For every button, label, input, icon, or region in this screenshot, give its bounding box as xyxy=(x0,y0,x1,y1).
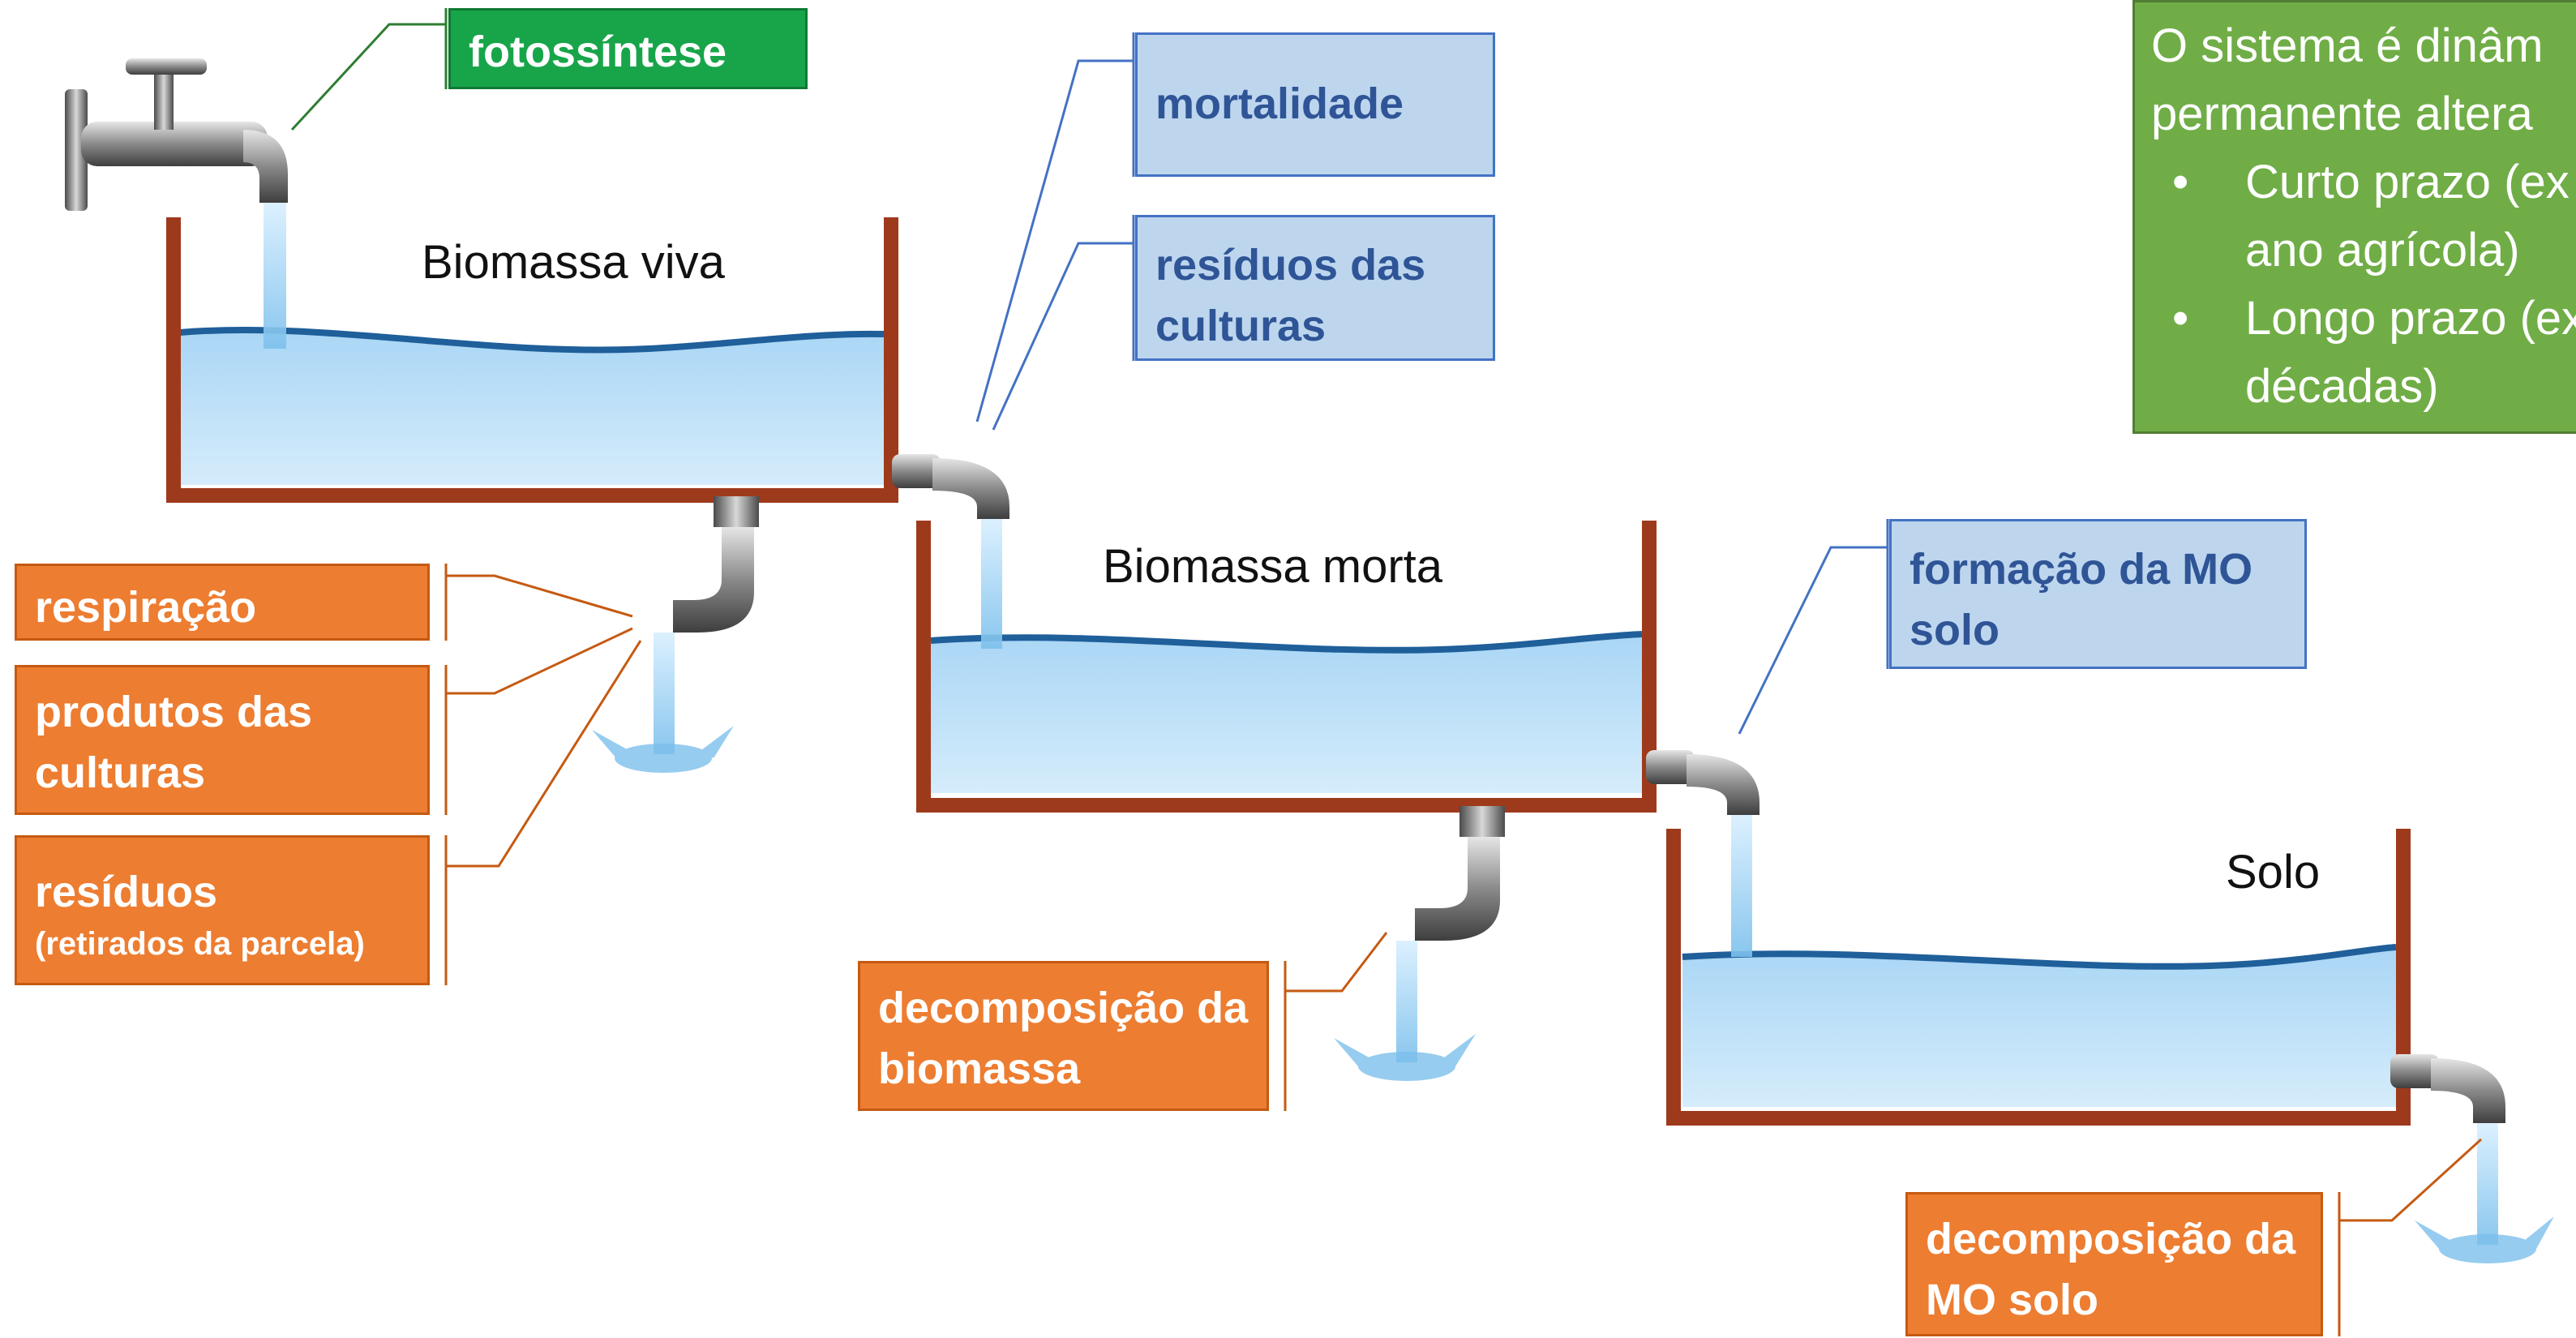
splash-icon xyxy=(592,726,734,773)
splash-icon xyxy=(1334,1034,1476,1081)
info-bullet-2-text: Longo prazo (ex xyxy=(2245,292,2576,345)
box-respiracao: respiração xyxy=(15,564,430,641)
tap-icon xyxy=(1646,750,1759,815)
text-residuos-note: (retirados da parcela) xyxy=(35,925,365,962)
text-residuos: resíduos xyxy=(35,868,218,916)
text-decomp-biomassa-1: decomposição da xyxy=(878,984,1249,1032)
text-fotossintese: fotossíntese xyxy=(469,28,727,76)
box-residuos: resíduos (retirados da parcela) xyxy=(15,835,430,985)
wave-solo xyxy=(1682,944,2397,970)
box-residuos-culturas: resíduos das culturas xyxy=(1135,215,1495,361)
info-line-2: permanente altera xyxy=(2151,88,2533,141)
text-formacao-1: formação da MO xyxy=(1909,545,2253,594)
text-decomp-mo-1: decomposição da xyxy=(1926,1215,2296,1263)
box-fotossintese: fotossíntese xyxy=(448,8,808,89)
text-produtos-2: culturas xyxy=(35,748,206,797)
text-decomp-biomassa-2: biomassa xyxy=(878,1044,1081,1093)
text-produtos-1: produtos das xyxy=(35,688,313,736)
info-bullet-1: • Curto prazo (ex xyxy=(2151,148,2576,217)
connector-lines xyxy=(290,8,2483,1336)
info-bullet-2: • Longo prazo (ex xyxy=(2151,285,2576,353)
water-biomassa-viva xyxy=(180,329,884,485)
bullet-icon: • xyxy=(2172,292,2189,345)
info-bullet-1-cont: ano agrícola) xyxy=(2245,224,2520,277)
wave-biomassa-morta xyxy=(930,631,1643,654)
box-produtos-culturas: produtos das culturas xyxy=(15,665,430,815)
connector-mortalidade xyxy=(975,59,1134,422)
connector-decomposicao-biomassa xyxy=(1285,932,1388,993)
wave-biomassa-viva xyxy=(179,326,885,354)
water-stream-decomposicao xyxy=(1396,941,1417,1062)
connector-formacao xyxy=(1738,546,1888,735)
text-decomp-mo-2: MO solo xyxy=(1926,1275,2098,1324)
text-residuos-culturas-2: culturas xyxy=(1155,301,1327,350)
connector-produtos xyxy=(446,627,633,695)
water-stream-formacao xyxy=(1731,815,1752,957)
label-solo: Solo xyxy=(2226,846,2321,898)
text-mortalidade: mortalidade xyxy=(1155,79,1404,128)
text-respiracao: respiração xyxy=(35,583,257,632)
box-decomposicao-mo-solo: decomposição da MO solo xyxy=(1905,1192,2323,1336)
tap-icon xyxy=(892,454,1009,519)
water-stream-solo xyxy=(2477,1123,2498,1245)
water-stream-mortalidade xyxy=(981,519,1002,649)
text-residuos-culturas-1: resíduos das xyxy=(1155,241,1426,289)
connector-respiracao xyxy=(446,574,633,618)
box-mortalidade: mortalidade xyxy=(1135,32,1495,177)
info-bullet-1-text: Curto prazo (ex xyxy=(2245,156,2570,209)
info-line-1: O sistema é dinâm xyxy=(2151,19,2544,72)
connector-residuos xyxy=(446,640,642,868)
tank-biomassa-viva xyxy=(166,217,898,503)
info-box: O sistema é dinâm permanente altera • Cur… xyxy=(2132,0,2576,434)
box-formacao-mo-solo: formação da MO solo xyxy=(1889,519,2307,669)
water-biomassa-morta xyxy=(931,634,1642,793)
water-stream-fotossintese xyxy=(264,203,286,349)
tap-icon xyxy=(1415,806,1505,941)
tank-solo xyxy=(1666,829,2411,1126)
box-decomposicao-biomassa: decomposição da biomassa xyxy=(858,961,1269,1111)
connector-residuos-culturas xyxy=(992,242,1134,431)
tank-biomassa-morta xyxy=(916,521,1657,813)
water-solo xyxy=(1682,947,2396,1107)
tap-icon xyxy=(2390,1054,2505,1123)
tap-icon xyxy=(673,496,759,633)
label-biomassa-viva: Biomassa viva xyxy=(422,236,725,289)
text-formacao-2: solo xyxy=(1909,605,2000,654)
splash-icon xyxy=(2415,1216,2554,1263)
water-stream-respiracao xyxy=(654,633,675,754)
info-bullet-2-cont: décadas) xyxy=(2245,360,2439,414)
label-biomassa-morta: Biomassa morta xyxy=(1103,540,1443,593)
bullet-icon: • xyxy=(2172,156,2189,209)
connector-decomposicao-mo xyxy=(2339,1138,2483,1222)
tap-icon xyxy=(65,58,288,211)
connector-fotossintese xyxy=(290,23,446,131)
